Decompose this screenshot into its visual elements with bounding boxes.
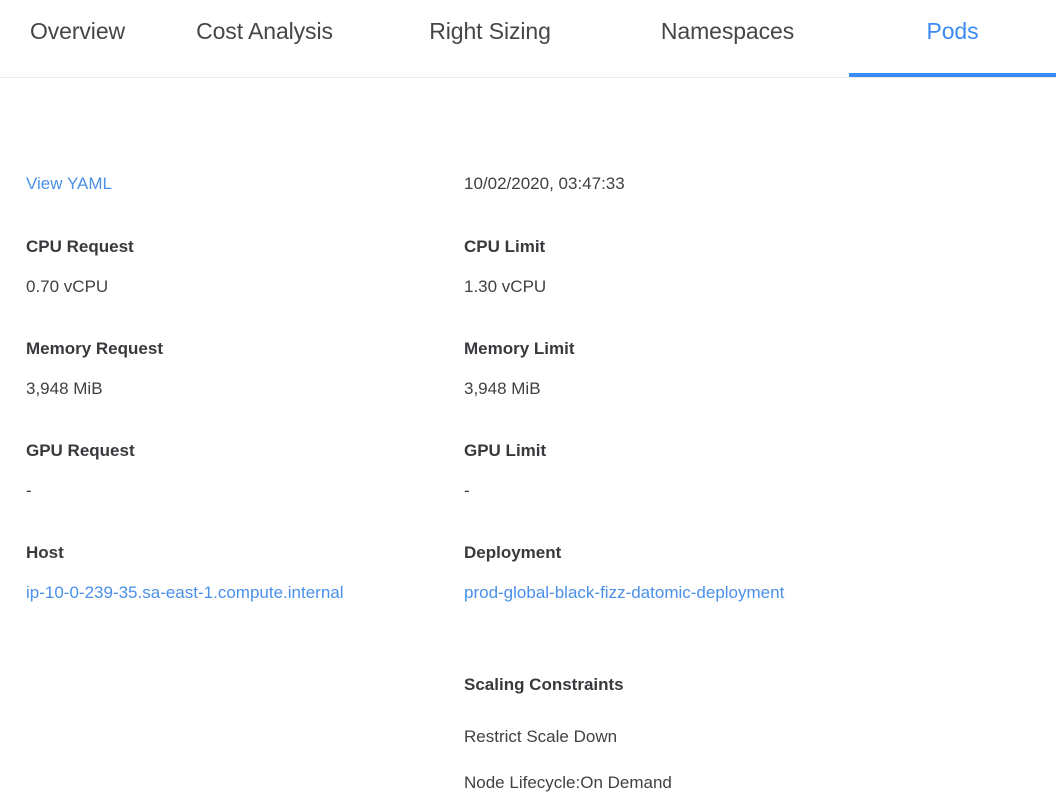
tab-pods[interactable]: Pods [849, 0, 1056, 77]
gpu-limit-label: GPU Limit [464, 441, 547, 460]
active-tab-indicator [849, 73, 1056, 77]
memory-request-value: 3,948 MiB [26, 379, 103, 398]
gpu-request-label: GPU Request [26, 441, 135, 460]
host-link[interactable]: ip-10-0-239-35.sa-east-1.compute.interna… [26, 583, 344, 602]
scaling-constraints-label: Scaling Constraints [464, 675, 624, 694]
host-field: Host ip-10-0-239-35.sa-east-1.compute.in… [26, 542, 344, 604]
deployment-field: Deployment prod-global-black-fizz-datomi… [464, 542, 784, 604]
tab-cost-analysis[interactable]: Cost Analysis [155, 0, 374, 77]
timestamp-row: 10/02/2020, 03:47:33 [464, 173, 625, 195]
tab-list: Overview Cost Analysis Right Sizing Name… [0, 0, 1056, 77]
deployment-label: Deployment [464, 543, 562, 562]
tab-overview-label: Overview [29, 18, 126, 44]
scaling-constraint-item-1: Node Lifecycle:On Demand [464, 773, 672, 792]
scaling-constraint-item-0: Restrict Scale Down [464, 727, 618, 746]
memory-limit-value: 3,948 MiB [464, 379, 541, 398]
cpu-request-field: CPU Request 0.70 vCPU [26, 236, 134, 298]
scaling-constraints-field: Scaling Constraints Restrict Scale Down … [464, 674, 672, 794]
cpu-limit-label: CPU Limit [464, 237, 546, 256]
tab-right-sizing-label: Right Sizing [429, 18, 551, 44]
view-yaml-row: View YAML [26, 173, 112, 195]
tab-overview[interactable]: Overview [0, 0, 155, 77]
memory-limit-field: Memory Limit 3,948 MiB [464, 338, 575, 400]
tab-bar: Overview Cost Analysis Right Sizing Name… [0, 0, 1056, 78]
gpu-request-field: GPU Request - [26, 440, 135, 502]
gpu-limit-field: GPU Limit - [464, 440, 546, 502]
memory-request-label: Memory Request [26, 339, 163, 358]
cpu-request-label: CPU Request [26, 237, 134, 256]
memory-limit-label: Memory Limit [464, 339, 575, 358]
host-label: Host [26, 543, 64, 562]
tab-cost-analysis-label: Cost Analysis [196, 18, 333, 44]
gpu-limit-value: - [464, 481, 470, 500]
cpu-request-value: 0.70 vCPU [26, 277, 109, 296]
cpu-limit-field: CPU Limit 1.30 vCPU [464, 236, 546, 298]
tab-right-sizing[interactable]: Right Sizing [374, 0, 606, 77]
gpu-request-value: - [26, 481, 32, 500]
cpu-limit-value: 1.30 vCPU [464, 277, 547, 296]
tab-namespaces[interactable]: Namespaces [606, 0, 849, 77]
memory-request-field: Memory Request 3,948 MiB [26, 338, 163, 400]
tab-pods-label: Pods [926, 18, 979, 44]
view-yaml-link[interactable]: View YAML [26, 174, 112, 193]
deployment-link[interactable]: prod-global-black-fizz-datomic-deploymen… [464, 583, 785, 602]
pod-timestamp: 10/02/2020, 03:47:33 [464, 174, 625, 193]
tab-namespaces-label: Namespaces [660, 18, 795, 44]
